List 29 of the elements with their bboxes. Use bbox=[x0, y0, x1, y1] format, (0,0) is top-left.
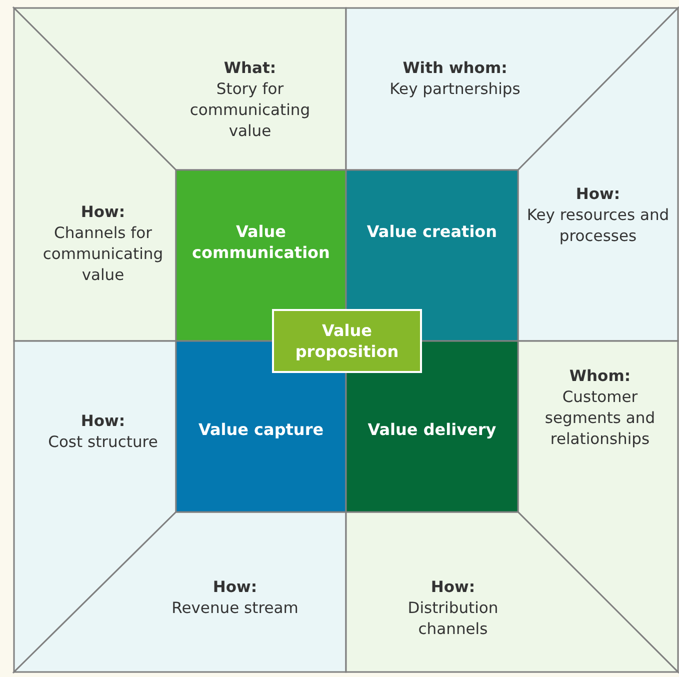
tile-label: Value delivery bbox=[366, 419, 498, 440]
segment-panel bbox=[14, 512, 346, 672]
tile-label: Value creation bbox=[366, 221, 498, 242]
heading-text: How: bbox=[574, 184, 622, 205]
body-text: Key resources and processes bbox=[526, 205, 670, 247]
heading-text: How: bbox=[80, 202, 126, 223]
body-text: Story for communicating value bbox=[188, 79, 312, 142]
segment-panel bbox=[346, 8, 678, 170]
body-text: Key partnerships bbox=[388, 79, 522, 100]
heading-text: How: bbox=[80, 411, 126, 432]
body-text: Distribution channels bbox=[406, 598, 500, 640]
body-text: Revenue stream bbox=[170, 598, 300, 619]
value-tile bbox=[273, 310, 421, 372]
body-text: Cost structure bbox=[47, 432, 159, 453]
body-text: Customer segments and relationships bbox=[544, 387, 656, 450]
heading-text: Whom: bbox=[568, 366, 632, 387]
tile-label: Value capture bbox=[197, 419, 325, 440]
tile-label: Value proposition bbox=[294, 320, 400, 362]
heading-text: With whom: bbox=[402, 58, 508, 79]
segment-panel bbox=[14, 8, 176, 341]
body-text: Channels for communicating value bbox=[42, 223, 164, 286]
heading-text: How: bbox=[212, 577, 258, 598]
tile-label: Value communication bbox=[191, 221, 331, 263]
segment-panel bbox=[14, 8, 346, 170]
heading-text: What: bbox=[222, 58, 278, 79]
heading-text: How: bbox=[430, 577, 476, 598]
segment-panel bbox=[518, 341, 678, 672]
segment-panel bbox=[518, 8, 678, 341]
segment-panel bbox=[346, 512, 678, 672]
